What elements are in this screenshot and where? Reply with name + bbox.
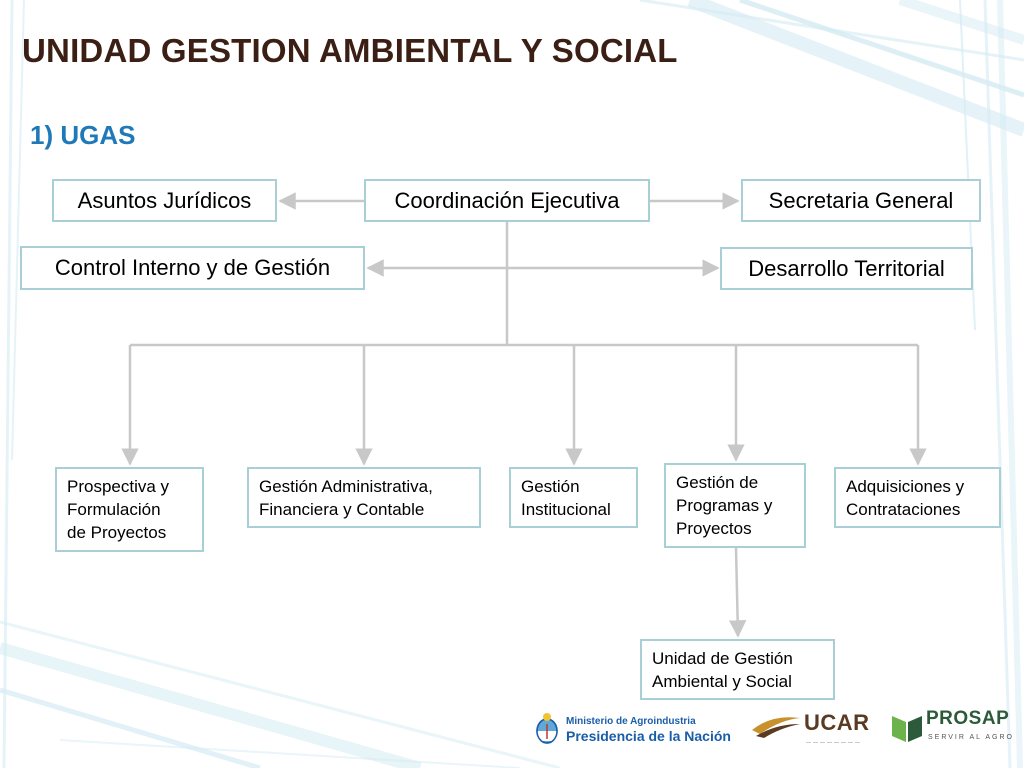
ministerio-line2: Presidencia de la Nación — [566, 728, 731, 744]
prosap-logo: PROSAP SERVIR AL AGRO — [892, 706, 1012, 752]
box-prospectiva: Prospectiva y Formulación de Proyectos — [55, 467, 204, 552]
ucar-logo: UCAR — — — — — — — — — [750, 708, 874, 752]
ucar-tagline-graphic: — — — — — — — — — [806, 740, 861, 746]
prosap-wordmark: PROSAP — [926, 708, 1010, 729]
box-coordinacion-ejecutiva: Coordinación Ejecutiva — [364, 179, 650, 222]
prosap-tagline: SERVIR AL AGRO — [928, 734, 1014, 741]
prosap-leaf-icon — [892, 716, 922, 742]
national-seal-icon — [536, 713, 558, 744]
box-gestion-institucional: Gestión Institucional — [509, 467, 638, 528]
ucar-wordmark: UCAR — [804, 710, 870, 735]
slide-title: UNIDAD GESTION AMBIENTAL Y SOCIAL — [22, 32, 678, 69]
ministerio-line1: Ministerio de Agroindustria — [566, 716, 696, 727]
box-control-interno: Control Interno y de Gestión — [20, 246, 365, 290]
box-secretaria-general: Secretaria General — [741, 179, 981, 222]
ucar-swoosh-icon — [752, 717, 800, 738]
connector-ambiental — [728, 547, 747, 638]
box-asuntos-juridicos: Asuntos Jurídicos — [52, 179, 277, 222]
slide-subtitle: 1) UGAS — [30, 120, 136, 150]
box-desarrollo-territorial: Desarrollo Territorial — [720, 247, 973, 290]
footer-logos: Ministerio de Agroindustria Presidencia … — [534, 704, 1014, 754]
box-adquisiciones: Adquisiciones y Contrataciones — [834, 467, 1001, 528]
ministerio-logo: Ministerio de Agroindustria Presidencia … — [534, 710, 734, 750]
box-gestion-programas: Gestión de Programas y Proyectos — [664, 463, 806, 548]
box-gestion-administrativa: Gestión Administrativa, Financiera y Con… — [247, 467, 481, 528]
box-unidad-ambiental: Unidad de Gestión Ambiental y Social — [640, 639, 835, 700]
